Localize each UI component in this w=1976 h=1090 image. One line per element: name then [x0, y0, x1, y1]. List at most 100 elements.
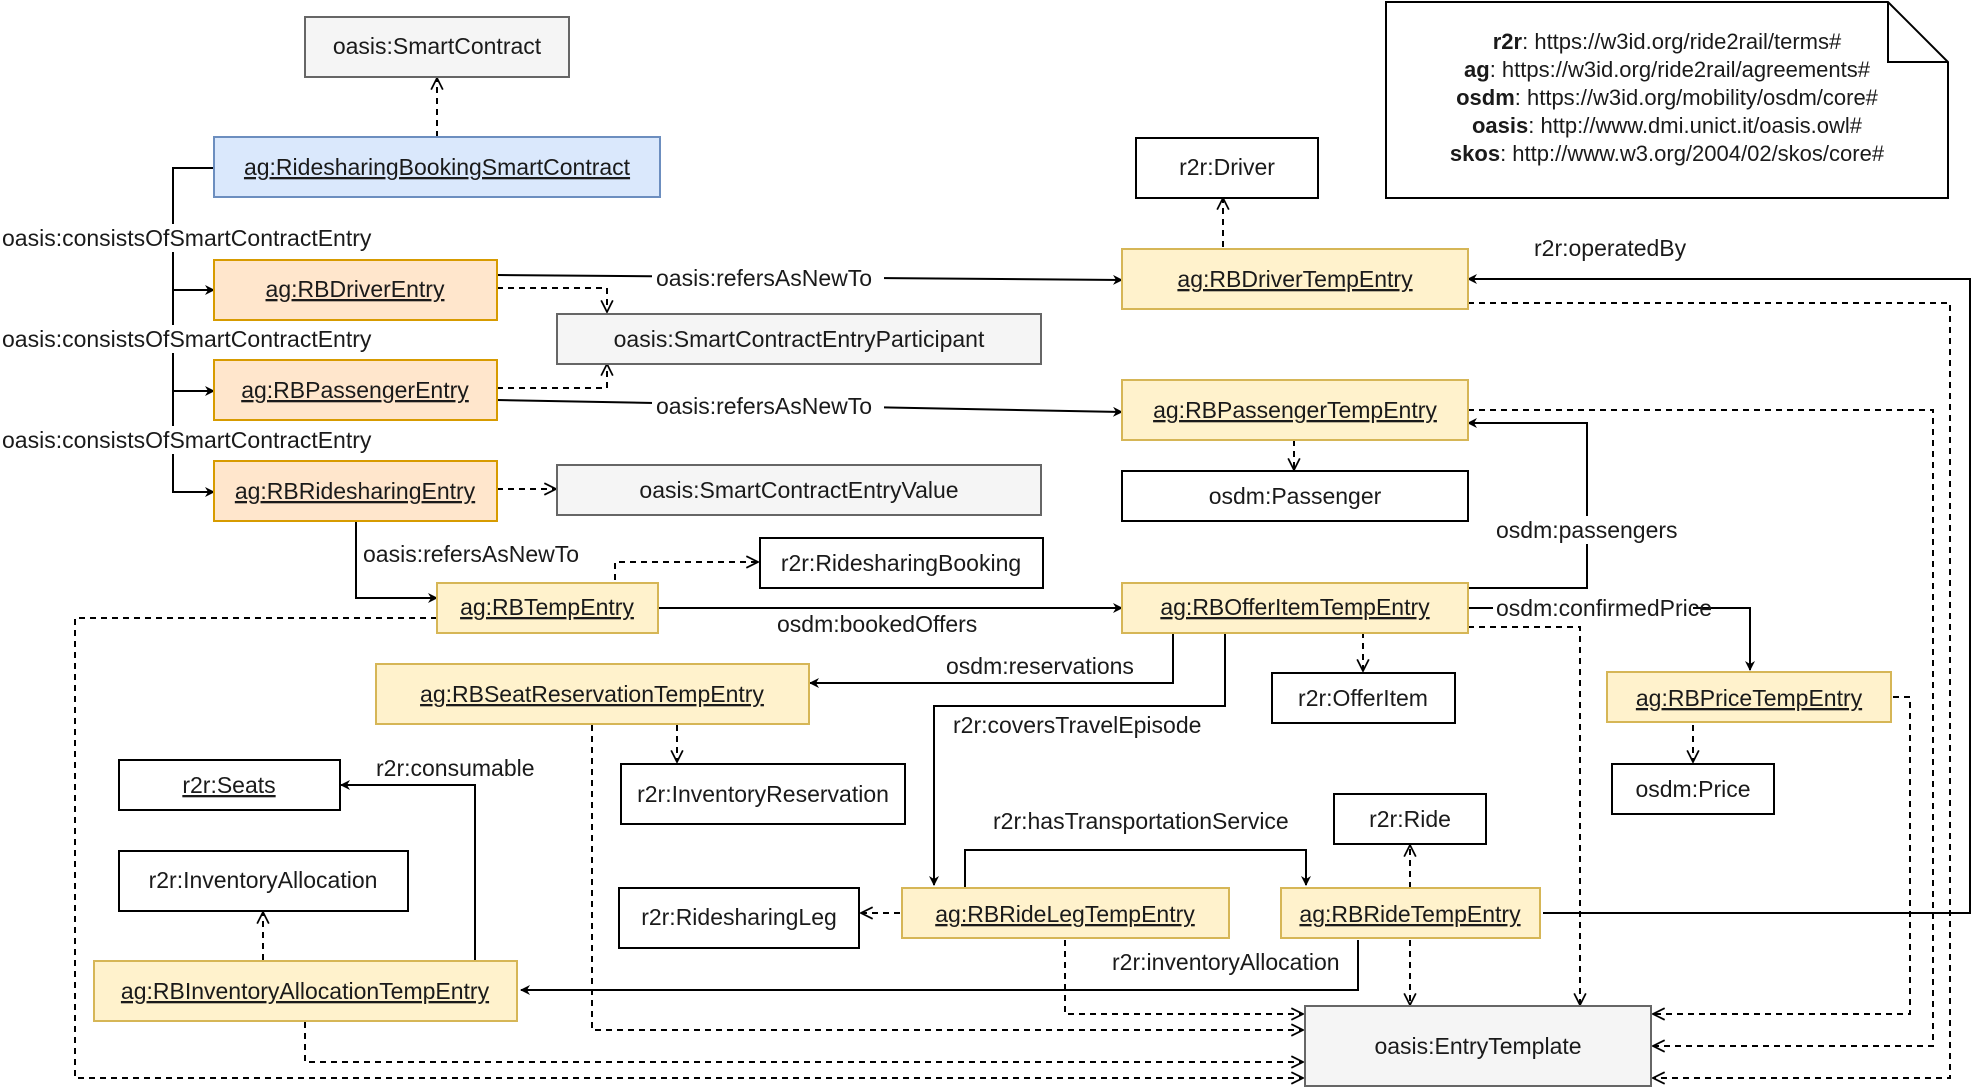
edge-label-refers-passenger: oasis:refersAsNewTo — [656, 393, 872, 419]
node-rb-passenger-temp-entry[interactable]: ag:RBPassengerTempEntry — [1121, 379, 1469, 441]
node-box — [213, 259, 498, 321]
edge-label-confirmed-price: osdm:confirmedPrice — [1496, 595, 1712, 621]
node-label: ag:RBPriceTempEntry — [1636, 685, 1863, 711]
edge-consists-ridesharing — [172, 391, 215, 497]
node-label: ag:RBRidesharingEntry — [235, 478, 476, 504]
edge-label-bg — [0, 426, 392, 454]
node-box — [1121, 582, 1469, 634]
node-offer-item[interactable]: r2r:OfferItem — [1271, 672, 1456, 724]
node-label: oasis:SmartContract — [333, 33, 542, 59]
node-box — [118, 850, 409, 912]
node-smartcontract[interactable]: oasis:SmartContract — [304, 16, 570, 78]
node-smart-contract-entry-value[interactable]: oasis:SmartContractEntryValue — [556, 464, 1042, 516]
node-rb-driver-entry[interactable]: ag:RBDriverEntry — [213, 259, 498, 321]
edge-subclass-driver-entry — [497, 287, 607, 312]
node-rb-offer-item-temp-entry[interactable]: ag:RBOfferItemTempEntry — [1121, 582, 1469, 634]
node-rb-price-temp-entry[interactable]: ag:RBPriceTempEntry — [1606, 671, 1892, 723]
edge-label-consumable: r2r:consumable — [376, 755, 535, 781]
edge-covers-travel-episode — [929, 632, 1226, 886]
node-rb-seat-reservation-temp-entry[interactable]: ag:RBSeatReservationTempEntry — [375, 663, 810, 725]
node-rb-inventory-allocation-temp-entry[interactable]: ag:RBInventoryAllocationTempEntry — [93, 960, 518, 1022]
node-label: ag:RBInventoryAllocationTempEntry — [121, 978, 490, 1004]
edge-label-bg — [652, 392, 884, 420]
node-inventory-allocation[interactable]: r2r:InventoryAllocation — [118, 850, 409, 912]
edge-label-operated-by: r2r:operatedBy — [1534, 235, 1687, 261]
node-box — [1280, 887, 1541, 939]
node-box — [1333, 793, 1487, 845]
node-box — [1121, 248, 1469, 310]
node-label: ag:RBRideLegTempEntry — [935, 901, 1195, 927]
node-ride[interactable]: r2r:Ride — [1333, 793, 1487, 845]
node-ridesharing-leg[interactable]: r2r:RidesharingLeg — [618, 887, 860, 949]
node-label: r2r:InventoryReservation — [637, 781, 889, 807]
edge-consumable — [340, 780, 476, 960]
node-box — [213, 460, 498, 522]
node-rb-ridesharing-entry[interactable]: ag:RBRidesharingEntry — [213, 460, 498, 522]
edge-labels: oasis:consistsOfSmartContractEntry oasis… — [0, 224, 1712, 975]
edge-label-covers-travel-episode: r2r:coversTravelEpisode — [953, 712, 1201, 738]
node-box — [118, 759, 341, 811]
node-box — [1271, 672, 1456, 724]
node-box — [1304, 1005, 1652, 1087]
node-label: r2r:Driver — [1179, 154, 1275, 180]
node-box — [901, 887, 1230, 939]
node-rb-ride-temp-entry[interactable]: ag:RBRideTempEntry — [1280, 887, 1541, 939]
node-label: oasis:EntryTemplate — [1374, 1033, 1581, 1059]
edge-label-passengers: osdm:passengers — [1496, 517, 1678, 543]
node-ridesharing-booking[interactable]: r2r:RidesharingBooking — [759, 537, 1044, 589]
edge-label-refers-driver: oasis:refersAsNewTo — [656, 265, 872, 291]
node-rb-temp-entry[interactable]: ag:RBTempEntry — [436, 582, 659, 634]
edge-template-driver — [1468, 302, 1951, 1078]
node-rb-passenger-entry[interactable]: ag:RBPassengerEntry — [213, 359, 498, 421]
edge-subclass-passenger-entry — [497, 364, 607, 389]
node-label: oasis:SmartContractEntryParticipant — [614, 326, 985, 352]
node-inventory-reservation[interactable]: r2r:InventoryReservation — [620, 763, 906, 825]
node-box — [1135, 137, 1319, 199]
node-box — [556, 464, 1042, 516]
node-entry-template[interactable]: oasis:EntryTemplate — [1304, 1005, 1652, 1087]
node-label: r2r:RidesharingLeg — [641, 904, 837, 930]
namespace-line: oasis: http://www.dmi.unict.it/oasis.owl… — [1472, 113, 1863, 138]
edge-template-temp — [74, 617, 1303, 1078]
edge-template-passenger — [1468, 409, 1934, 1046]
node-label: r2r:RidesharingBooking — [781, 550, 1021, 576]
edge-subclass-ridesharing-booking — [614, 562, 758, 580]
node-ridesharing-booking-smart-contract[interactable]: ag:RidesharingBookingSmartContract — [213, 136, 661, 198]
edge-inventory-allocation — [520, 940, 1359, 995]
node-seats[interactable]: r2r:Seats — [118, 759, 341, 811]
node-label: oasis:SmartContractEntryValue — [639, 477, 958, 503]
node-label: ag:RBDriverEntry — [266, 276, 445, 302]
namespace-line: skos: http://www.w3.org/2004/02/skos/cor… — [1450, 141, 1885, 166]
edge-template-ride-leg — [1064, 940, 1303, 1014]
node-rb-ride-leg-temp-entry[interactable]: ag:RBRideLegTempEntry — [901, 887, 1230, 939]
edge-operated-by — [1467, 274, 1971, 914]
node-box — [759, 537, 1044, 589]
node-label: r2r:Seats — [182, 772, 275, 798]
namespace-line: r2r: https://w3id.org/ride2rail/terms# — [1493, 29, 1842, 54]
edge-has-transportation-service — [964, 849, 1311, 888]
node-label: r2r:Ride — [1369, 806, 1451, 832]
node-label: ag:RBDriverTempEntry — [1177, 266, 1413, 292]
namespace-line: ag: https://w3id.org/ride2rail/agreement… — [1464, 57, 1871, 82]
edge-label-inventory-allocation: r2r:inventoryAllocation — [1112, 949, 1340, 975]
node-rb-driver-temp-entry[interactable]: ag:RBDriverTempEntry — [1121, 248, 1469, 310]
edge-label-consists-2: oasis:consistsOfSmartContractEntry — [2, 326, 372, 352]
node-label: ag:RBTempEntry — [460, 594, 634, 620]
namespace-line: osdm: https://w3id.org/mobility/osdm/cor… — [1456, 85, 1879, 110]
node-box — [93, 960, 518, 1022]
node-box — [1121, 379, 1469, 441]
edge-refers-temp — [355, 518, 438, 603]
node-box — [436, 582, 659, 634]
nodes: oasis:SmartContract oasis:SmartContractE… — [93, 16, 1892, 1087]
node-label: r2r:InventoryAllocation — [149, 867, 378, 893]
node-smart-contract-entry-participant[interactable]: oasis:SmartContractEntryParticipant — [556, 313, 1042, 365]
edge-label-bg — [1493, 596, 1693, 624]
node-driver[interactable]: r2r:Driver — [1135, 137, 1319, 199]
node-passenger[interactable]: osdm:Passenger — [1121, 470, 1469, 522]
edge-template-offer-item — [1468, 626, 1580, 1005]
edge-template-price — [1653, 696, 1911, 1014]
edge-label-consists-1: oasis:consistsOfSmartContractEntry — [2, 225, 372, 251]
node-box — [1121, 470, 1469, 522]
node-price[interactable]: osdm:Price — [1611, 763, 1775, 815]
